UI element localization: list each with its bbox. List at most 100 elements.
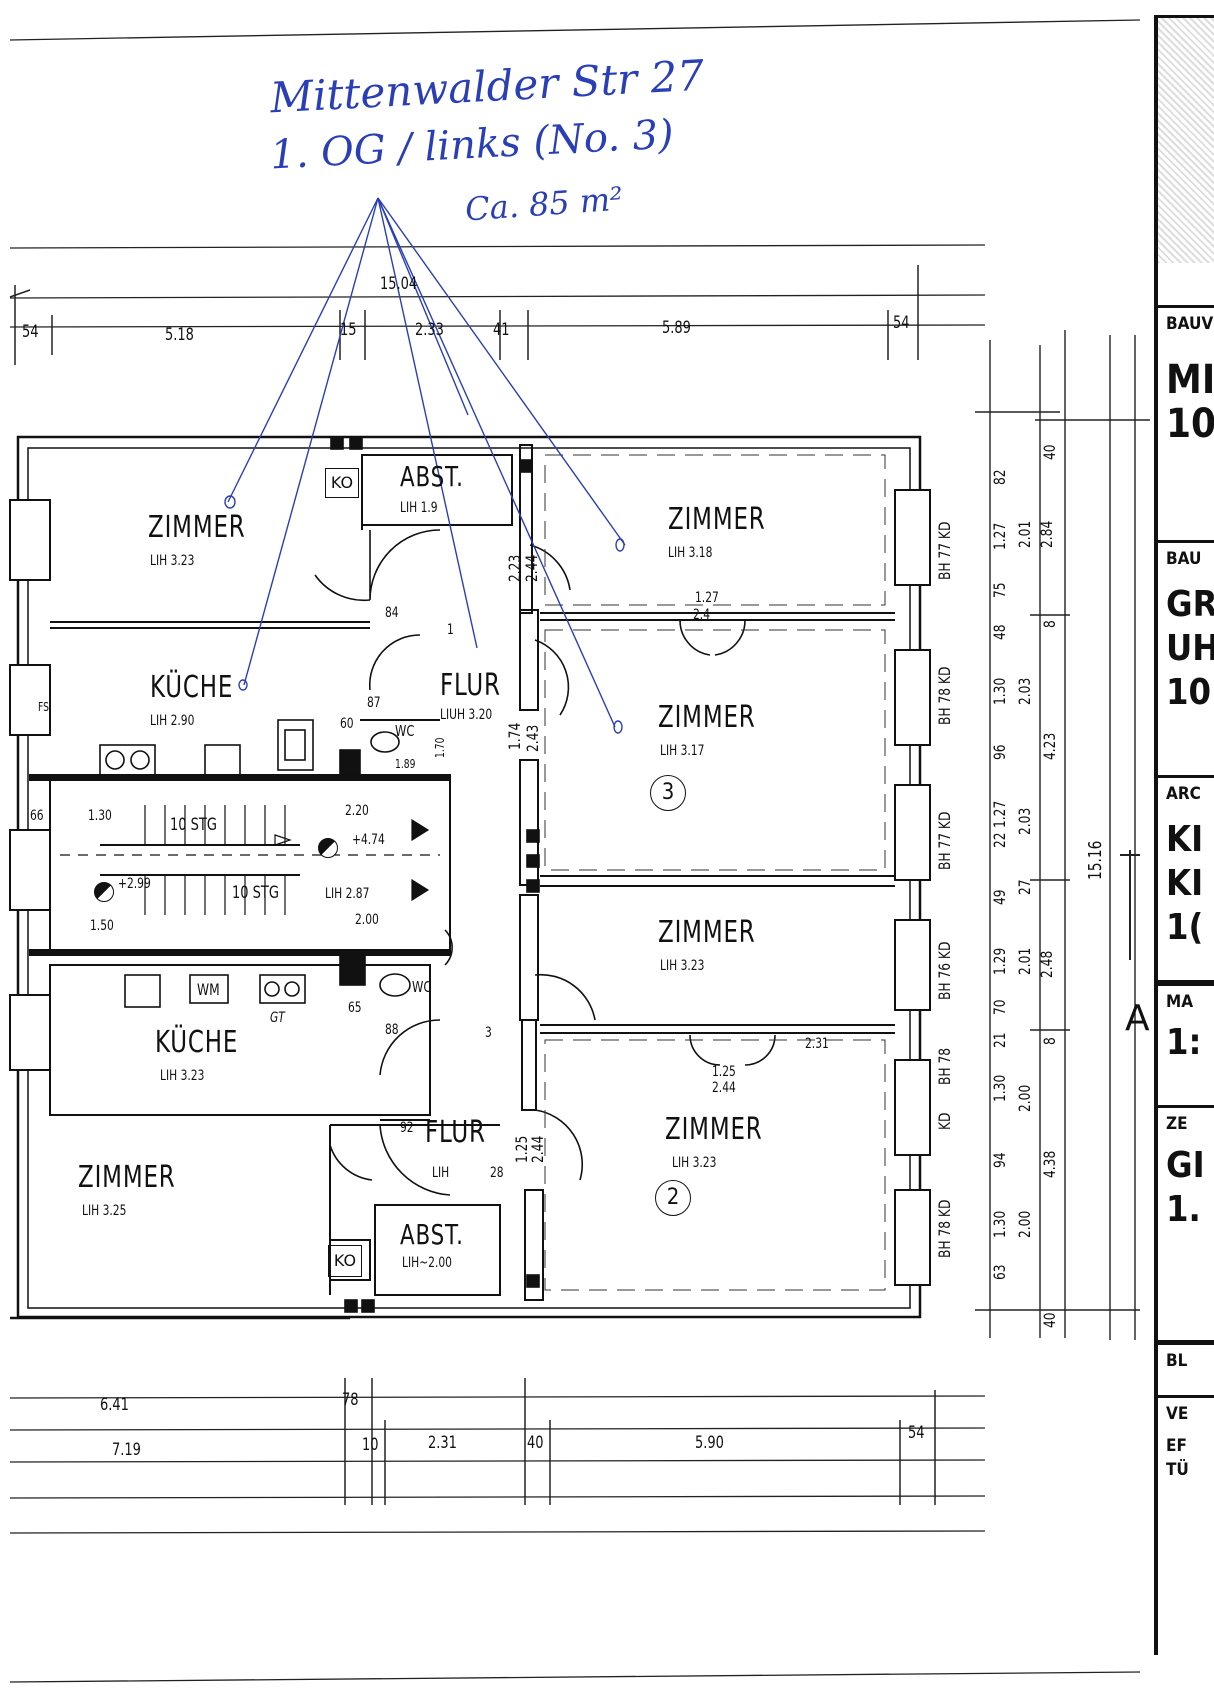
title-block-value-ze: GI 1. (1166, 1145, 1205, 1230)
right-dim-c3-4: 2.48 (1037, 950, 1056, 978)
fixtures (99, 436, 540, 1313)
window-label-7: BH 78 KD (935, 1199, 954, 1258)
window-label-1: BH 77 KD (935, 521, 954, 580)
frame-lines (9, 19, 1141, 1683)
right-dim-c1-6: 22 (990, 832, 1009, 848)
window-label-3: BH 77 KD (935, 811, 954, 870)
dim-bottom-7: 5.90 (695, 1433, 724, 1453)
ko-box-top: KO (325, 468, 359, 498)
inner-dim-11: 2.44 (522, 554, 541, 582)
right-dim-c1-12: 1.30 (990, 1074, 1009, 1102)
left-windows (9, 499, 51, 1071)
title-block-label-bau: BAU (1166, 549, 1202, 569)
stair-level-lower: +2.99 (118, 876, 151, 892)
title-block-label-bl: BL (1166, 1351, 1188, 1371)
right-dim-c3-0: 40 (1040, 444, 1059, 460)
room-kueche-bottom-lih: LIH 3.23 (160, 1068, 205, 1084)
room-kueche-bottom-name: KÜCHE (155, 1025, 239, 1060)
room-zimmer-ne-name: ZIMMER (668, 502, 766, 537)
title-block-label-arc: ARC (1166, 784, 1201, 804)
right-dim-c1-13: 94 (990, 1152, 1009, 1168)
title-block-row-bauv: BAUV MI 10 (1158, 305, 1214, 508)
right-dim-c3-6: 4.38 (1040, 1150, 1059, 1178)
dim-bottom-3: 7.19 (112, 1440, 141, 1460)
dim-bottom-4: 10 (362, 1435, 379, 1455)
room-zimmer-mid-lih: LIH 3.23 (660, 958, 705, 974)
title-block-value-ve: EF TÜ (1166, 1436, 1189, 1480)
inner-dim-0: 84 (385, 605, 399, 621)
dim-overall-top: 15.04 (380, 274, 418, 294)
top-dimension-ticks (9, 265, 919, 365)
inner-dim-9: 2.4 (693, 607, 711, 623)
inner-dim-21: 2.31 (805, 1036, 829, 1052)
inner-dim-8: 1.27 (695, 590, 719, 606)
room-kueche-top-lih: LIH 2.90 (150, 713, 195, 729)
right-dim-overall: 15.16 (1085, 840, 1106, 880)
note-pointer-lines (224, 197, 626, 734)
title-block-value-ma: 1: (1166, 1022, 1202, 1063)
room-flur-top-lih: LIUH 3.20 (440, 707, 493, 723)
title-block-value-bauv: MI 10 (1166, 357, 1214, 447)
stair-level-marker-upper (318, 838, 338, 858)
right-dim-c1-7: 1.27 (990, 800, 1009, 828)
right-dim-c3-5: 8 (1040, 1037, 1059, 1045)
window-label-4: BH 76 KD (935, 941, 954, 1000)
room-zimmer-ne-lih: LIH 3.18 (668, 545, 713, 561)
room-abst-bottom-name: ABST. (400, 1218, 464, 1251)
stair-level-marker-lower (94, 882, 114, 902)
right-dim-c1-1: 1.27 (990, 522, 1009, 550)
right-dim-c2-3: 27 (1015, 879, 1034, 895)
apartment-marker-3: 3 (650, 775, 686, 811)
room-zimmer-mid-name: ZIMMER (658, 915, 756, 950)
inner-dim-4: 1.74 (505, 722, 524, 750)
title-block-label-bauv: BAUV (1166, 314, 1214, 334)
window-label-2: BH 78 KD (935, 666, 954, 725)
right-dim-c2-6: 2.00 (1015, 1210, 1034, 1238)
dim-top-2: 5.18 (165, 325, 194, 345)
title-block-row-ze: ZE GI 1. (1158, 1105, 1214, 1328)
room-abst-bottom-lih: LIH~2.00 (402, 1255, 452, 1271)
room-outlines (544, 454, 886, 1291)
right-dim-c1-4: 1.30 (990, 677, 1009, 705)
title-block-value-bau: GR UH 10 (1166, 584, 1214, 713)
dim-bottom-1: 6.41 (100, 1395, 129, 1415)
doors (314, 529, 776, 1196)
right-dim-c1-14: 1.30 (990, 1210, 1009, 1238)
dim-bottom-8: 54 (908, 1423, 925, 1443)
right-dim-c1-5: 96 (990, 744, 1009, 760)
inner-dim-2: 87 (367, 695, 381, 711)
wc-bottom-label: WC (412, 978, 432, 996)
title-block-row-ve: VE EF TÜ (1158, 1395, 1214, 1658)
inner-dim-3: 60 (340, 716, 354, 732)
inner-dim-15: 92 (400, 1120, 414, 1136)
title-block-row-bau: BAU GR UH 10 (1158, 540, 1214, 743)
room-zimmer-2-lih: LIH 3.23 (672, 1155, 717, 1171)
ko-box-bottom: KO (328, 1245, 362, 1277)
gt-label: GT (270, 1010, 285, 1026)
title-block-label-ve: VE (1166, 1404, 1189, 1424)
right-dim-c3-2: 8 (1040, 620, 1059, 628)
stair-label-lower: 10 STG (232, 883, 279, 903)
dim-top-5: 41 (493, 320, 510, 340)
right-dim-c1-11: 21 (990, 1032, 1009, 1048)
room-flur-top-name: FLUR (440, 668, 501, 703)
right-dim-c3-1: 2.84 (1037, 520, 1056, 548)
right-dim-c1-15: 63 (990, 1264, 1009, 1280)
title-block-header (1158, 15, 1214, 263)
room-zimmer-3-lih: LIH 3.17 (660, 743, 705, 759)
stair-dim-4: 2.00 (355, 912, 379, 928)
inner-dim-5: 2.43 (523, 724, 542, 752)
right-dim-c1-0: 82 (990, 469, 1009, 485)
room-abst-top-name: ABST. (400, 460, 464, 493)
stair-dim-3: 1.50 (90, 918, 114, 934)
stair-label-upper: 10 STG (170, 815, 217, 835)
right-dimension-lines (975, 330, 1150, 1340)
wc-top-label: WC (395, 722, 415, 740)
room-flur-bottom-name: FLUR (425, 1115, 486, 1150)
right-dim-c2-0: 2.01 (1015, 520, 1034, 548)
inner-dim-13: 88 (385, 1022, 399, 1038)
dim-bottom-5: 2.31 (428, 1433, 457, 1453)
title-block-label-ma: MA (1166, 992, 1194, 1012)
title-block-row-ma: MA 1: (1158, 980, 1214, 1106)
inner-dim-16: 28 (490, 1165, 504, 1181)
